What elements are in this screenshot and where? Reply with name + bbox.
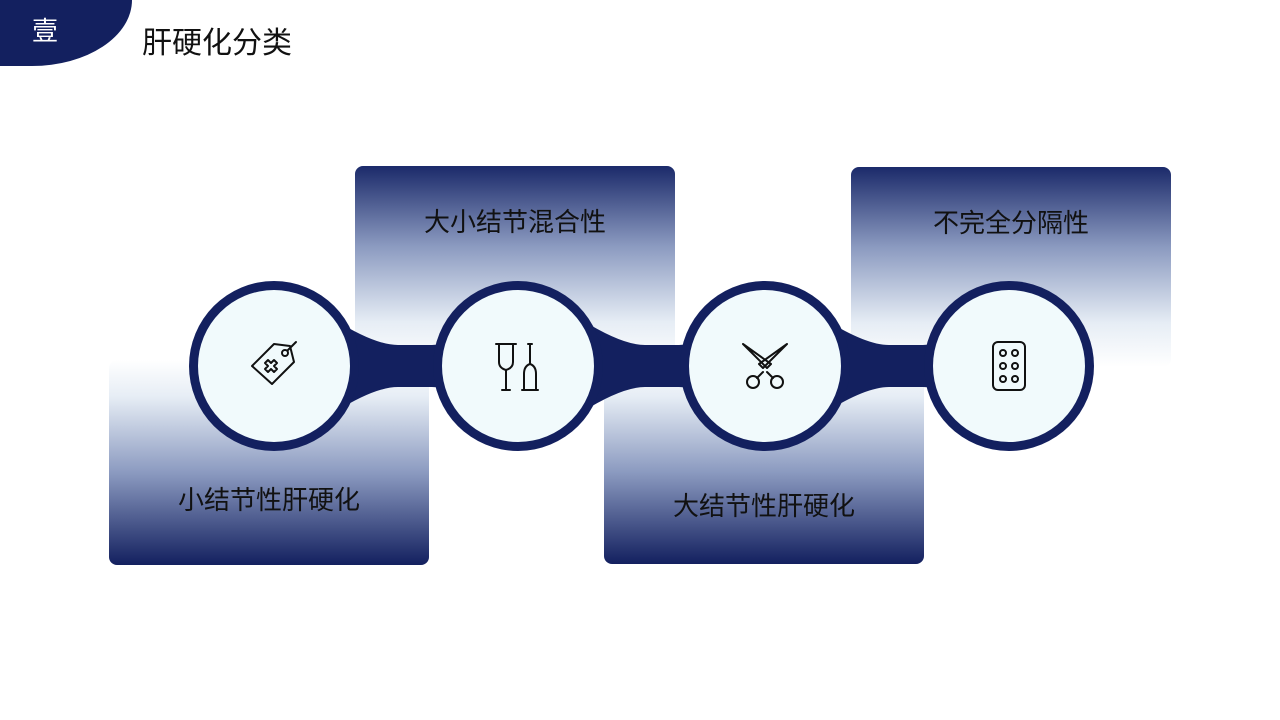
card-label-mixed-nodular: 大小结节混合性 [423, 208, 606, 238]
node-circle-3 [680, 281, 850, 451]
tag-icon [251, 341, 297, 385]
card-label-small-nodular: 小结节性肝硬化 [177, 486, 360, 516]
card-label-incomplete-septal: 不完全分隔性 [932, 209, 1089, 239]
crutch-bottle-icon [495, 343, 539, 391]
card-label-large-nodular: 大结节性肝硬化 [672, 492, 855, 522]
node-circle-4 [924, 281, 1094, 451]
scissors-icon [742, 343, 788, 389]
section-badge-label: 壹 [32, 17, 59, 47]
section-badge: 壹 [0, 0, 132, 66]
node-circle-2 [433, 281, 603, 451]
card-large-nodular: 大结节性肝硬化 [604, 360, 924, 564]
node-circle-1 [189, 281, 359, 451]
pill-blister-icon [992, 341, 1026, 391]
page-title: 肝硬化分类 [142, 26, 292, 61]
